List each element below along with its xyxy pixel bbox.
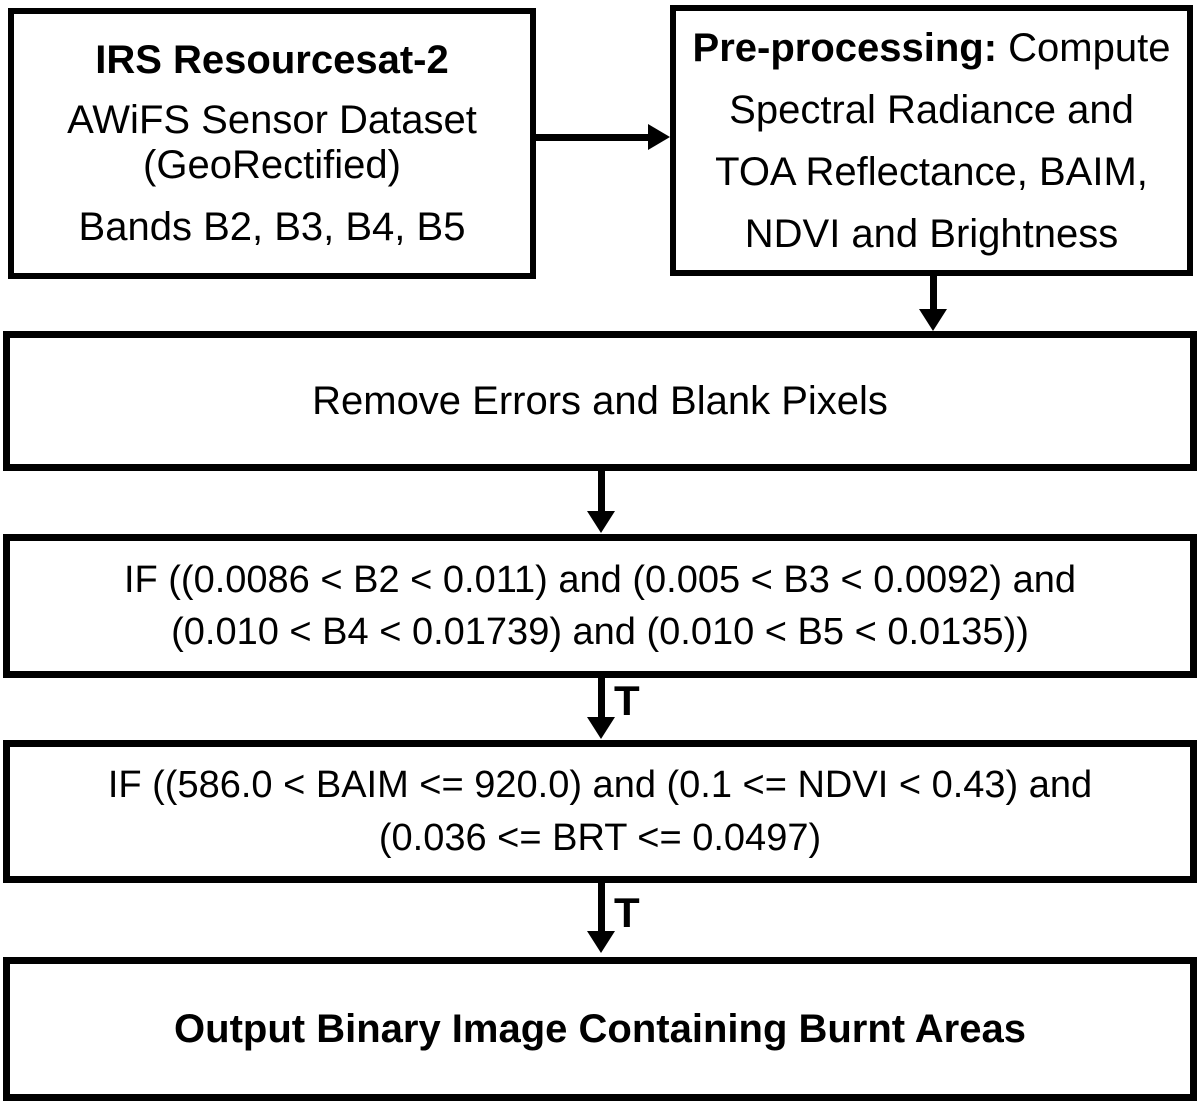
arrow-right-icon xyxy=(536,124,670,151)
node-input-line2: (GeoRectified) xyxy=(143,142,401,187)
node-condition-indices-line2: (0.036 <= BRT <= 0.0497) xyxy=(378,816,822,859)
node-input-line1: AWiFS Sensor Dataset xyxy=(67,97,477,142)
node-remove-errors-text: Remove Errors and Blank Pixels xyxy=(312,379,888,423)
arrow-shaft xyxy=(598,471,605,512)
node-preprocessing-line3: TOA Reflectance, BAIM, xyxy=(715,149,1148,194)
node-preprocessing-line1: Pre-processing: Compute xyxy=(693,17,1171,79)
arrow-down-icon xyxy=(587,471,616,533)
arrow-down-icon xyxy=(919,276,948,331)
arrow-head-icon xyxy=(587,511,615,533)
arrow-head-icon xyxy=(648,124,670,150)
arrow-head-icon xyxy=(587,717,615,739)
node-input-bands: Bands B2, B3, B4, B5 xyxy=(78,205,466,250)
node-remove-errors: Remove Errors and Blank Pixels xyxy=(3,331,1197,471)
node-preprocessing-label: Pre-processing: xyxy=(692,25,998,70)
arrow-down-icon xyxy=(587,882,616,953)
node-condition-bands-line1: IF ((0.0086 < B2 < 0.011) and (0.005 < B… xyxy=(123,558,1077,601)
node-input-dataset: IRS Resourcesat-2 AWiFS Sensor Dataset (… xyxy=(8,8,536,279)
node-preprocessing-line1-rest: Compute xyxy=(997,25,1171,70)
arrow-shaft xyxy=(930,276,937,310)
true-branch-label: T xyxy=(614,677,640,724)
node-input-subtitle: AWiFS Sensor Dataset (GeoRectified) xyxy=(67,98,477,188)
arrow-head-icon xyxy=(919,309,947,331)
node-input-title: IRS Resourcesat-2 xyxy=(95,37,449,82)
arrow-head-icon xyxy=(587,931,615,953)
node-output: Output Binary Image Containing Burnt Are… xyxy=(3,957,1197,1101)
node-condition-indices-line1: IF ((586.0 < BAIM <= 920.0) and (0.1 <= … xyxy=(107,764,1093,807)
node-condition-bands-line2: (0.010 < B4 < 0.01739) and (0.010 < B5 <… xyxy=(171,611,1029,653)
node-preprocessing: Pre-processing: Compute Spectral Radianc… xyxy=(670,5,1193,276)
node-condition-bands: IF ((0.0086 < B2 < 0.011) and (0.005 < B… xyxy=(3,534,1197,678)
arrow-down-icon xyxy=(587,677,616,739)
arrow-shaft xyxy=(598,882,605,932)
node-condition-indices: IF ((586.0 < BAIM <= 920.0) and (0.1 <= … xyxy=(3,740,1197,883)
node-preprocessing-line4: NDVI and Brightness xyxy=(744,211,1119,256)
node-preprocessing-line2: Spectral Radiance and xyxy=(729,87,1134,132)
true-branch-label: T xyxy=(614,889,640,936)
arrow-shaft xyxy=(598,677,605,718)
arrow-shaft xyxy=(536,134,650,141)
node-output-text: Output Binary Image Containing Burnt Are… xyxy=(174,1007,1026,1051)
